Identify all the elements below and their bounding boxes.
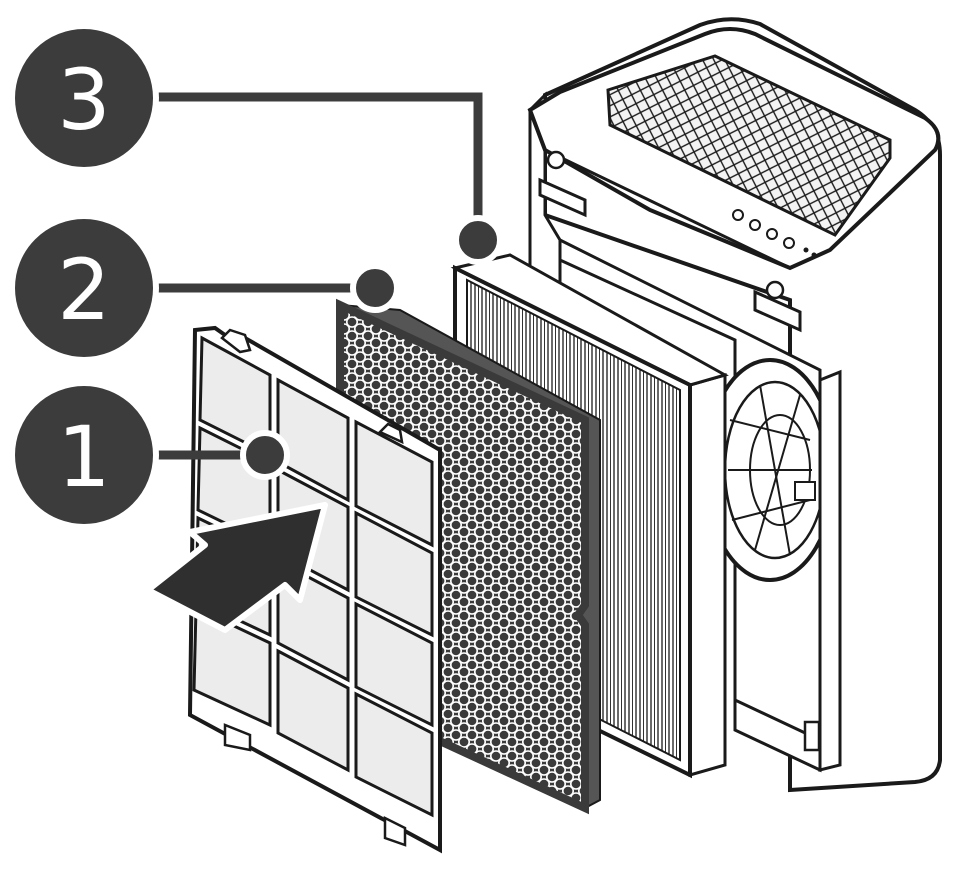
callout-leaders <box>140 92 503 480</box>
callout-badge-1: 1 <box>9 380 159 530</box>
hepa-filter-side <box>688 373 727 777</box>
control-buttons <box>732 209 817 258</box>
left-sensor-icon <box>546 150 566 170</box>
callout-badge-2: 2 <box>9 213 159 363</box>
speed-button-icon <box>766 228 778 240</box>
mode-button-icon <box>749 219 761 231</box>
purifier-base <box>733 697 822 773</box>
timer-button-icon <box>783 237 795 249</box>
pre-filter-tab-bottom-right <box>383 815 407 847</box>
power-button-icon <box>732 209 744 221</box>
left-handle-slot <box>538 177 587 218</box>
pre-filter-tab-bottom-left <box>223 723 252 752</box>
right-sensor-icon <box>765 280 785 300</box>
callout-label-2: 2 <box>57 241 110 339</box>
callout-1-anchor <box>240 430 290 480</box>
arrow-right-icon <box>145 502 328 633</box>
callout-3-anchor <box>453 215 503 265</box>
callout-badge-3: 3 <box>9 23 159 173</box>
control-panel-strip <box>544 148 791 270</box>
callout-label-1: 1 <box>57 408 110 506</box>
right-handle-slot <box>753 289 802 333</box>
latch-icon <box>803 720 821 752</box>
pre-filter-tab-right <box>377 422 404 445</box>
top-air-outlet-grille <box>606 54 892 237</box>
callout-3-leader <box>140 92 483 238</box>
front-pillar <box>818 369 842 772</box>
callout-label-3: 3 <box>57 51 110 149</box>
air-purifier-unit <box>527 17 942 793</box>
pre-filter-tab-top <box>220 328 252 354</box>
callout-2-anchor <box>350 263 400 313</box>
